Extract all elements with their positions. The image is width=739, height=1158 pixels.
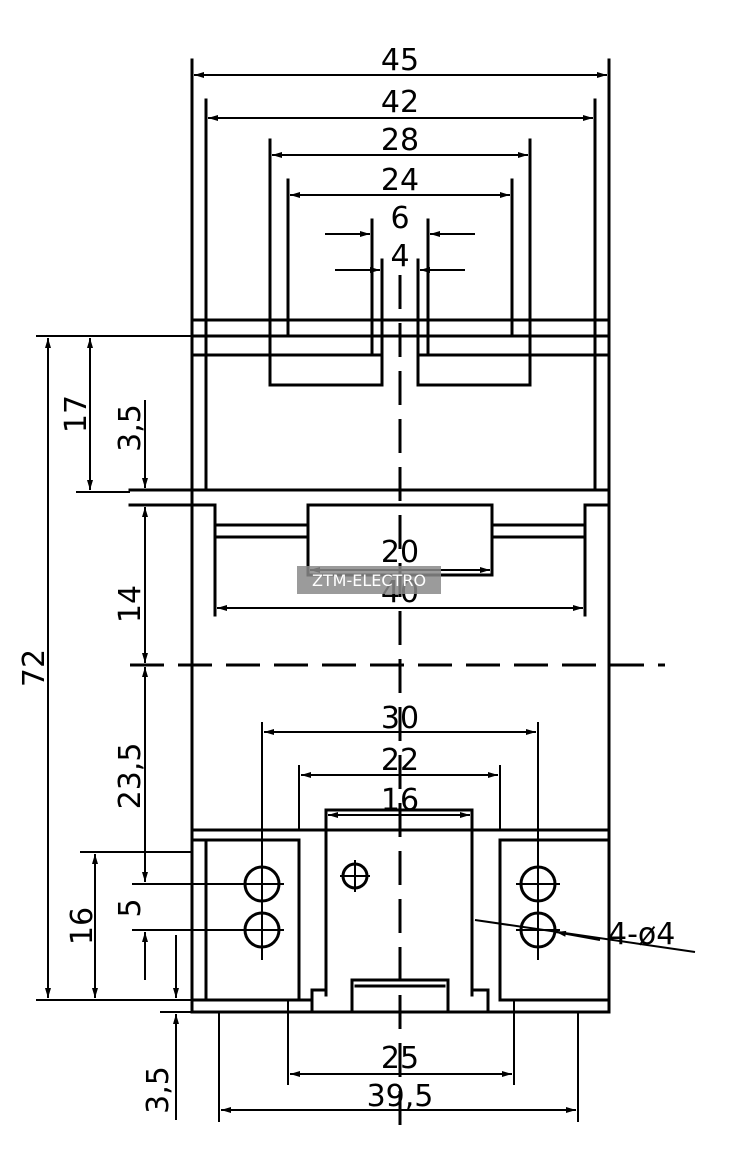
dim-16-horizontal: 16 <box>381 783 419 818</box>
dim-24: 24 <box>381 163 419 198</box>
hole-leader-arrow <box>555 930 601 941</box>
dim-4: 4 <box>390 239 409 274</box>
vertical-dimensions <box>36 335 240 1120</box>
dim-14: 14 <box>113 585 148 623</box>
center-lines <box>130 275 665 1130</box>
dim-20: 20 <box>381 535 419 570</box>
hole-leader <box>474 919 696 953</box>
dim-39-5: 39,5 <box>367 1079 434 1114</box>
dim-16-vertical: 16 <box>65 907 100 945</box>
dim-28: 28 <box>381 123 419 158</box>
dim-25: 25 <box>381 1041 419 1076</box>
hole-callout: 4-ø4 <box>608 917 675 952</box>
dim-5: 5 <box>113 898 148 917</box>
dim-23-5: 23,5 <box>113 743 148 810</box>
watermark-text: ZTM-ELECTRO <box>312 571 426 590</box>
dim-45: 45 <box>381 43 419 78</box>
horizontal-dimensions <box>194 72 607 1122</box>
dim-3-5-top: 3,5 <box>113 404 148 452</box>
dim-22: 22 <box>381 743 419 778</box>
dim-72: 72 <box>17 649 52 687</box>
dim-3-5-bottom: 3,5 <box>141 1066 176 1114</box>
dim-30: 30 <box>381 701 419 736</box>
dim-6: 6 <box>390 201 409 236</box>
dim-17: 17 <box>59 395 94 433</box>
watermark: ZTM-ELECTRO <box>297 566 441 594</box>
dim-42: 42 <box>381 85 419 120</box>
